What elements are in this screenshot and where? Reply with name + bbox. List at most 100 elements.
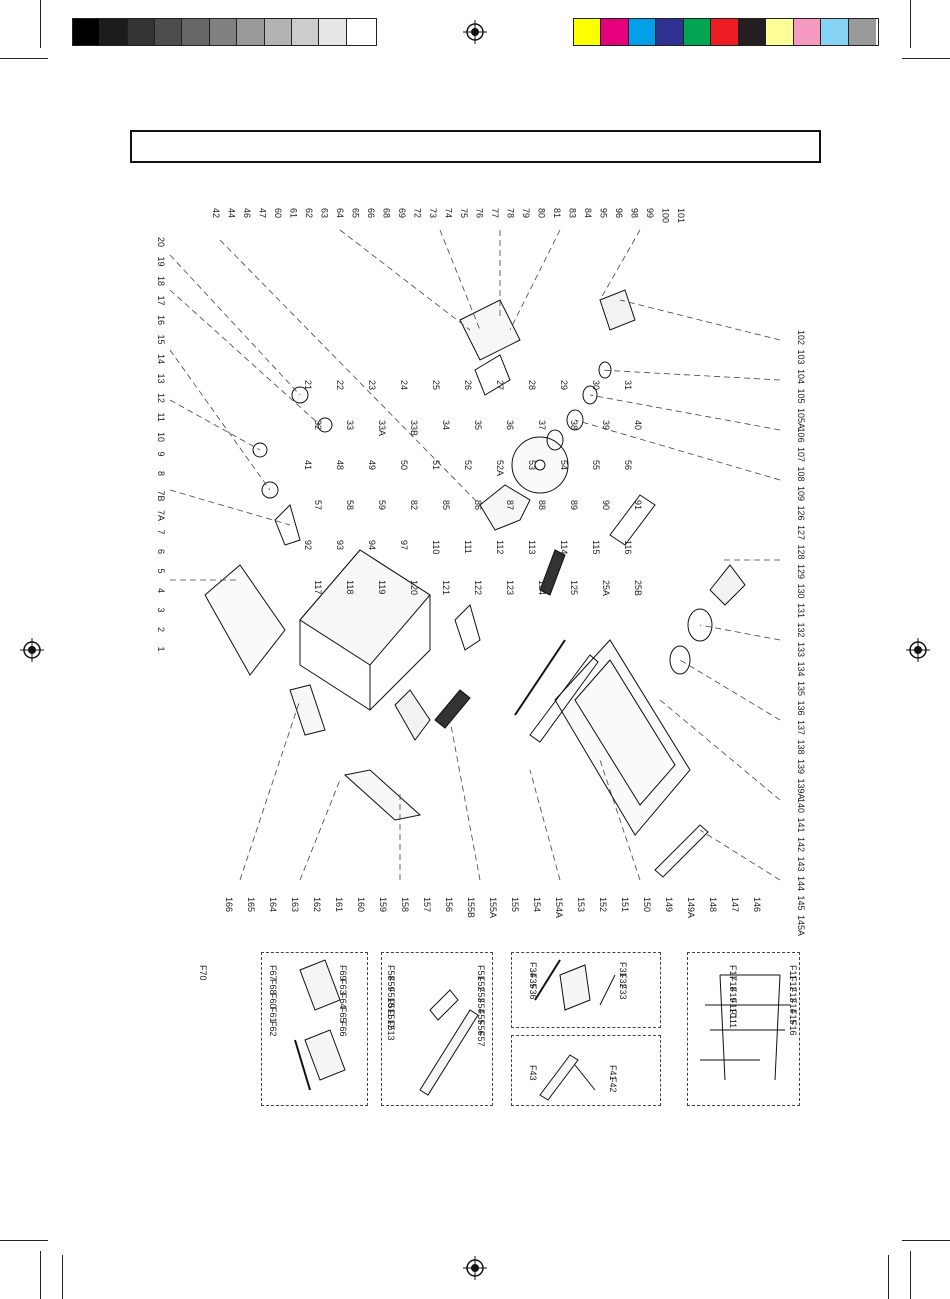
- part-number-label: 116: [623, 540, 633, 554]
- part-number-label: 48: [335, 460, 345, 470]
- extension-rail: [529, 654, 599, 743]
- part-number-label: 103: [796, 350, 806, 365]
- color-swatch: [182, 19, 210, 45]
- crop-mark-bl-v: [40, 1251, 41, 1299]
- part-number-label: 69: [397, 208, 407, 218]
- part-number-label: 105: [796, 389, 806, 404]
- part-number-label: 147: [730, 897, 740, 912]
- part-number-label: 159: [378, 897, 388, 912]
- part-number-label: 149: [664, 897, 674, 912]
- part-number-label: 123: [505, 580, 515, 595]
- part-number-label: 150: [642, 897, 652, 912]
- part-number-label: 63: [320, 208, 330, 218]
- color-swatch: [155, 19, 183, 45]
- part-number-label: 145: [796, 896, 806, 911]
- part-number-label: 57: [313, 500, 323, 510]
- part-number-label: 52: [463, 460, 473, 470]
- part-number-label: 33: [345, 420, 355, 430]
- sub-part-label: F11: [788, 965, 798, 980]
- part-number-label: 9: [156, 452, 166, 457]
- dust-hose: [434, 689, 471, 729]
- sub-part-label: F13: [788, 987, 798, 1003]
- sub-part-label: F53: [476, 987, 486, 1003]
- part-number-label: 157: [422, 897, 432, 912]
- part-number-label: 2: [156, 627, 166, 632]
- part-number-label: 10: [156, 432, 166, 442]
- part-number-label: 126: [796, 506, 806, 521]
- part-number-label: 5: [156, 569, 166, 574]
- grayscale-color-bar: [72, 18, 377, 46]
- part-number-label: 106: [796, 428, 806, 443]
- subpanel-stand-legs: [687, 952, 800, 1106]
- color-swatch: [209, 19, 238, 45]
- motor-assembly: [669, 564, 746, 675]
- part-number-label: 44: [227, 208, 237, 218]
- part-number-label: 72: [413, 208, 423, 218]
- part-number-label: 52A: [495, 460, 505, 476]
- part-number-label: 33B: [409, 420, 419, 436]
- sub-part-label: F67: [268, 965, 278, 981]
- part-number-label: 136: [796, 701, 806, 716]
- saw-blade: [511, 436, 569, 494]
- part-number-label: 80: [537, 208, 547, 218]
- part-number-label: 31: [623, 380, 633, 390]
- part-number-label: 85: [441, 500, 451, 510]
- sub-part-label: F51: [476, 965, 486, 981]
- extension-table-upper: [299, 959, 341, 1011]
- part-number-label: 139: [796, 759, 806, 774]
- sub-part-label: F41: [608, 1065, 618, 1081]
- stand-frame: [700, 974, 790, 1081]
- sub-part-label: F52: [476, 976, 486, 992]
- part-number-label: 102: [796, 330, 806, 345]
- sub-part-label: F61: [268, 1007, 278, 1023]
- part-number-label: 40: [633, 420, 643, 430]
- sub-part-label: F60: [268, 993, 278, 1009]
- color-swatch: [264, 19, 292, 45]
- part-number-label: 74: [444, 208, 454, 218]
- part-number-label: 1: [156, 647, 166, 652]
- sub-part-label: F17: [728, 965, 738, 981]
- part-number-label: 61: [289, 208, 299, 218]
- sub-part-label: F16: [788, 1020, 798, 1036]
- sub-part-label: F55: [476, 1009, 486, 1025]
- part-number-label: 50: [399, 460, 409, 470]
- color-swatch: [291, 19, 320, 45]
- sub-part-label: F54: [476, 998, 486, 1014]
- sub-part-label: F18: [728, 976, 738, 992]
- sub-part-label: F68: [268, 979, 278, 995]
- color-swatch: [628, 19, 657, 45]
- part-number-label: 8: [156, 471, 166, 476]
- sub-part-label: F32: [618, 973, 628, 989]
- part-number-label: 166: [224, 897, 234, 912]
- part-number-label: 28: [527, 380, 537, 390]
- part-number-label: 20: [156, 237, 166, 247]
- part-number-label: 86: [473, 500, 483, 510]
- part-number-label: 152: [598, 897, 608, 912]
- part-number-label: 111: [463, 540, 473, 554]
- sub-part-label: F63: [338, 979, 348, 995]
- color-swatch: [601, 19, 629, 45]
- sub-part-label: F510: [386, 987, 396, 1008]
- sub-part-label: F15: [788, 1009, 798, 1025]
- color-swatch: [319, 19, 347, 45]
- part-number-label: 68: [382, 208, 392, 218]
- part-number-label: 129: [796, 564, 806, 579]
- base-bracket: [343, 769, 422, 821]
- part-number-label: 88: [537, 500, 547, 510]
- part-number-label: 139A: [796, 779, 806, 800]
- registration-mark-top-icon: [463, 20, 487, 44]
- part-number-label: 33A: [377, 420, 387, 436]
- part-number-label: 25A: [601, 580, 611, 596]
- sub-part-label: F62: [268, 1021, 278, 1037]
- part-number-label: 97: [399, 540, 409, 550]
- rail-bar: [514, 639, 566, 716]
- dust-port: [394, 689, 431, 741]
- part-number-label: 100: [661, 208, 671, 223]
- crop-mark-tl-v: [40, 0, 41, 48]
- part-number-label: 156: [444, 897, 454, 912]
- part-number-label: 99: [645, 208, 655, 218]
- part-number-label: 125: [569, 580, 579, 595]
- part-number-label: 3: [156, 608, 166, 613]
- part-number-label: 7B: [156, 491, 166, 502]
- part-number-label: 64: [335, 208, 345, 218]
